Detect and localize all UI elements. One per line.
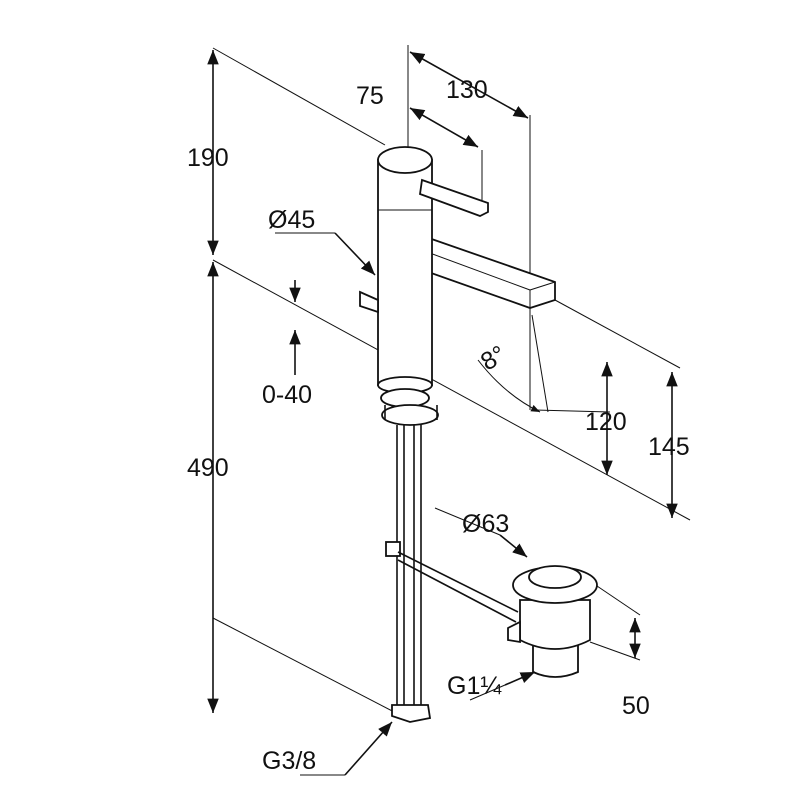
height-dimension-line bbox=[207, 47, 691, 716]
label-spout-height-total: 145 bbox=[648, 433, 690, 461]
label-drain-thread: G1¼ bbox=[447, 672, 502, 700]
faucet-illustration bbox=[359, 146, 556, 723]
label-popup-travel: 0-40 bbox=[262, 381, 312, 409]
label-supply-thread: G3/8 bbox=[262, 747, 316, 775]
label-drain-height: 50 bbox=[622, 692, 650, 720]
leader-lines bbox=[275, 232, 536, 776]
label-handle-offset: 75 bbox=[356, 82, 384, 110]
drain-illustration bbox=[507, 565, 641, 678]
top-dimensions bbox=[407, 45, 531, 410]
label-height-lower: 490 bbox=[187, 454, 229, 482]
label-body-diameter: Ø45 bbox=[268, 206, 315, 234]
label-spout-reach: 130 bbox=[446, 76, 488, 104]
spout-dimensions bbox=[477, 299, 681, 518]
label-spout-height: 120 bbox=[585, 408, 627, 436]
label-height-upper: 190 bbox=[187, 144, 229, 172]
label-drain-diameter: Ø63 bbox=[462, 510, 509, 538]
label-spout-angle: 8° bbox=[476, 340, 511, 376]
